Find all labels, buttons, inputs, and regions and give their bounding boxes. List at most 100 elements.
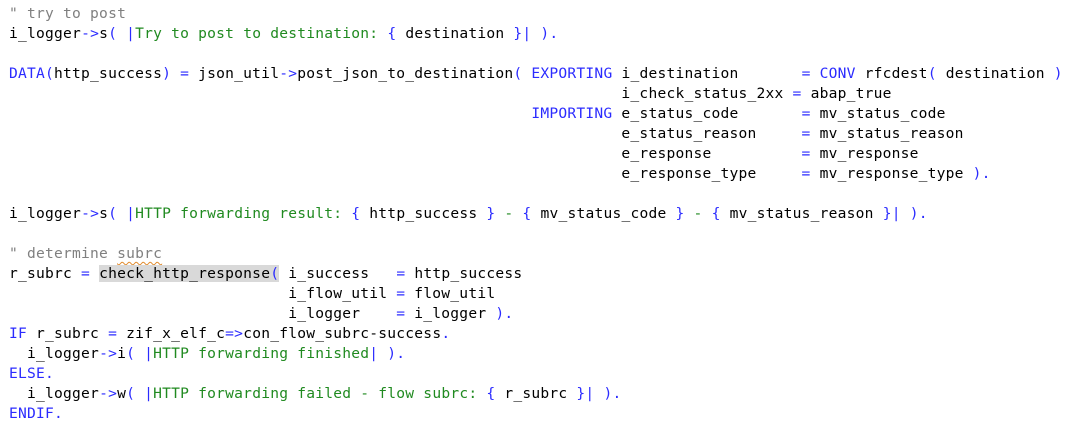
identifier-token: mv_status_code	[819, 105, 946, 122]
operator-token: {	[486, 385, 505, 402]
code-line[interactable]: i_logger->s( |HTTP forwarding result: { …	[9, 204, 1063, 224]
identifier-token: e_status_code	[612, 105, 802, 122]
identifier-token: e_response	[9, 145, 802, 162]
code-line[interactable]: IF r_subrc = zif_x_elf_c=>con_flow_subrc…	[9, 324, 1063, 344]
identifier-token: i_logger	[9, 305, 397, 322]
operator-token: =	[108, 325, 127, 342]
code-line[interactable]	[9, 184, 1063, 204]
string-token: -	[495, 205, 523, 222]
identifier-token: abap_true	[810, 85, 892, 102]
identifier-token: r_subrc	[9, 265, 73, 282]
comment-token: subrc	[117, 245, 163, 262]
code-line[interactable]: i_logger->w( |HTTP forwarding failed - f…	[9, 384, 1063, 404]
operator-token: =	[396, 265, 415, 282]
code-line[interactable]: r_subrc = check_http_response( i_success…	[9, 264, 1063, 284]
identifier-token: post_json_to_destination	[297, 65, 514, 82]
code-line[interactable]: " try to post	[9, 4, 1063, 24]
operator-token: }| ).	[567, 385, 622, 402]
operator-token: =	[801, 65, 820, 82]
identifier-token: json_util	[198, 65, 280, 82]
operator-token: =	[396, 305, 415, 322]
code-line[interactable]: i_flow_util = flow_util	[9, 284, 1063, 304]
identifier-token: i_logger	[414, 305, 487, 322]
operator-token: =	[396, 285, 415, 302]
identifier-token: zif_x_elf_c	[126, 325, 226, 342]
keyword-token: ELSE.	[9, 365, 55, 382]
identifier-token	[9, 105, 531, 122]
code-line[interactable]: i_check_status_2xx = abap_true	[9, 84, 1063, 104]
operator-token: =	[801, 145, 820, 162]
identifier-token: e_response_type	[9, 165, 802, 182]
identifier-token: mv_status_reason	[819, 125, 964, 142]
code-line[interactable]: IMPORTING e_status_code = mv_status_code	[9, 104, 1063, 124]
identifier-token: destination	[405, 25, 505, 42]
code-line[interactable]: " determine subrc	[9, 244, 1063, 264]
identifier-token: i_flow_util	[9, 285, 397, 302]
identifier-token: r_subrc	[27, 325, 109, 342]
identifier-token: i_logger	[9, 345, 100, 362]
code-line[interactable]: ENDIF.	[9, 404, 1063, 424]
operator-token: | ).	[369, 345, 406, 362]
operator-token: {	[711, 205, 730, 222]
code-line[interactable]: e_response_type = mv_response_type ).	[9, 164, 1063, 184]
identifier-token: mv_response_type	[819, 165, 964, 182]
identifier-token: r_subrc	[504, 385, 568, 402]
keyword-token: ENDIF.	[9, 405, 64, 422]
identifier-token: i_logger	[9, 205, 82, 222]
highlighted-method-name: (	[270, 265, 280, 282]
code-line[interactable]: i_logger = i_logger ).	[9, 304, 1063, 324]
string-token: Try to post to destination:	[135, 25, 388, 42]
identifier-token: mv_status_code	[540, 205, 667, 222]
operator-token: =	[72, 265, 100, 282]
identifier-token: rfcdest	[855, 65, 928, 82]
code-line[interactable]: e_status_reason = mv_status_reason	[9, 124, 1063, 144]
comment-token: " try to post	[9, 5, 127, 22]
operator-token: ->	[81, 205, 100, 222]
operator-token: =>	[225, 325, 244, 342]
operator-token: {	[522, 205, 541, 222]
keyword-token: IMPORTING	[531, 105, 613, 122]
code-line[interactable]: i_logger->s( |Try to post to destination…	[9, 24, 1063, 44]
operator-token: ->	[99, 345, 118, 362]
identifier-token: i_check_status_2xx	[9, 85, 793, 102]
operator-token: ( |	[108, 25, 136, 42]
operator-token: (	[513, 65, 532, 82]
identifier-token: destination	[945, 65, 1045, 82]
identifier-token: s	[99, 25, 109, 42]
operator-token: ->	[81, 25, 100, 42]
operator-token: .	[441, 325, 451, 342]
operator-token: =	[801, 125, 820, 142]
code-line[interactable]: DATA(http_success) = json_util->post_jso…	[9, 64, 1063, 84]
operator-token: }	[666, 205, 685, 222]
keyword-token: IF	[9, 325, 28, 342]
operator-token: {	[351, 205, 370, 222]
operator-token: )	[1044, 65, 1063, 82]
identifier-token: s	[99, 205, 109, 222]
identifier-token: i_logger	[9, 385, 100, 402]
operator-token: =	[801, 165, 820, 182]
identifier-token: http_success	[414, 265, 523, 282]
operator-token: =	[801, 105, 820, 122]
identifier-token: mv_response	[819, 145, 919, 162]
identifier-token: con_flow_subrc-success	[243, 325, 442, 342]
identifier-token: e_status_reason	[9, 125, 802, 142]
operator-token: }| ).	[504, 25, 559, 42]
string-token: HTTP forwarding finished	[153, 345, 370, 362]
code-line[interactable]: ELSE.	[9, 364, 1063, 384]
keyword-token: DATA(	[9, 65, 55, 82]
operator-token: ) =	[162, 65, 199, 82]
code-line[interactable]: e_response = mv_response	[9, 144, 1063, 164]
operator-token: }| ).	[873, 205, 928, 222]
code-line[interactable]: i_logger->i( |HTTP forwarding finished| …	[9, 344, 1063, 364]
operator-token: ).	[963, 165, 991, 182]
identifier-token: i_logger	[9, 25, 82, 42]
operator-token: ( |	[108, 205, 136, 222]
keyword-token: CONV	[819, 65, 856, 82]
operator-token: {	[387, 25, 406, 42]
code-line[interactable]	[9, 224, 1063, 244]
code-line[interactable]	[9, 44, 1063, 64]
operator-token: ( |	[126, 345, 154, 362]
identifier-token: flow_util	[414, 285, 496, 302]
operator-token: (	[927, 65, 946, 82]
